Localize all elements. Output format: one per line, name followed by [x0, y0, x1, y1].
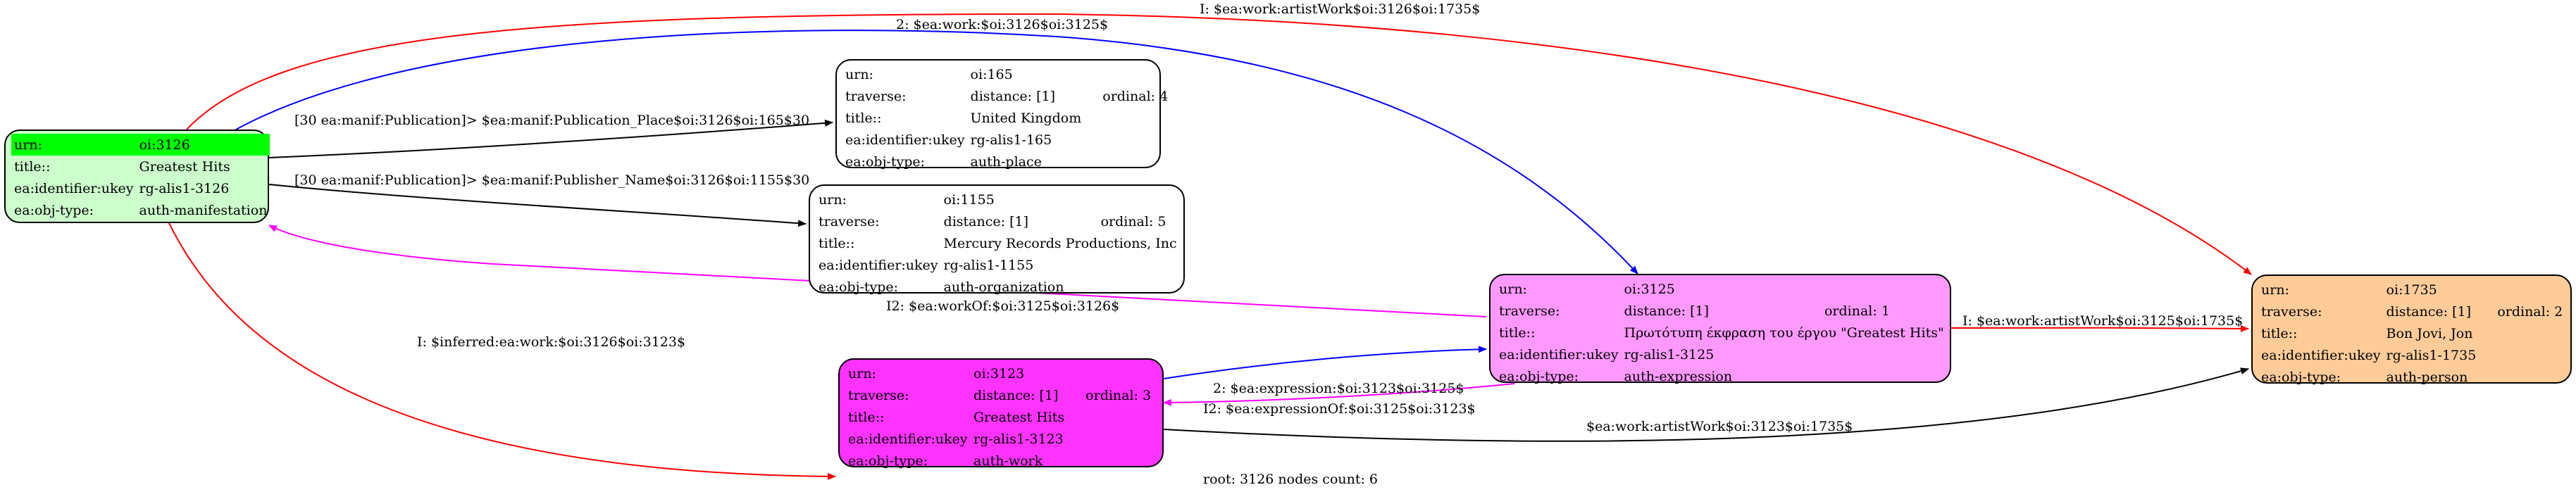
node-oi-3125[interactable]: urn: oi:3125 traverse: distance: [1] ordina…	[1489, 274, 1951, 384]
node-field-value: United Kingdom	[970, 110, 1082, 126]
node-ordinal: ordinal: 4	[1102, 88, 1169, 104]
node-field-value: oi:3123	[973, 365, 1025, 381]
node-field-value: distance: [1]	[2386, 303, 2471, 320]
node-field-value: oi:165	[970, 66, 1013, 82]
node-field-value: rg-alis1-1155	[943, 257, 1034, 273]
graph-footer: root: 3126 nodes count: 6	[1203, 472, 1379, 487]
node-field-key: title::	[2261, 325, 2298, 341]
node-field-value: rg-alis1-165	[970, 132, 1052, 148]
node-field-value: auth-expression	[1624, 368, 1733, 384]
edge-label-publication-place: [30 ea:manif:Publication]> $ea:manif:Pub…	[294, 113, 810, 128]
node-field-value: rg-alis1-3125	[1624, 346, 1715, 362]
node-oi-3123[interactable]: urn: oi:3123 traverse: distance: [1] ordina…	[838, 358, 1164, 469]
node-field-value: distance: [1]	[943, 213, 1028, 229]
node-field-value: auth-organization	[943, 279, 1064, 295]
node-field-key: ea:obj-type:	[2261, 369, 2341, 385]
node-field-value: auth-place	[970, 153, 1042, 170]
edge-label-publisher-name: [30 ea:manif:Publication]> $ea:manif:Pub…	[294, 172, 810, 188]
node-field-key: urn:	[848, 365, 876, 381]
node-field-value: Greatest Hits	[973, 409, 1065, 425]
node-field-value: oi:3126	[136, 134, 270, 156]
node-field-key: traverse:	[1499, 303, 1560, 319]
node-field-value: Mercury Records Productions, Inc	[943, 235, 1177, 251]
node-field-key: title::	[14, 158, 51, 175]
node-field-key: urn:	[819, 191, 847, 208]
node-field-key: traverse:	[848, 387, 909, 403]
node-oi-3126[interactable]: urn:oi:3126 title::Greatest Hits ea:iden…	[4, 130, 270, 223]
node-field-key: urn:	[11, 134, 137, 156]
node-ordinal: ordinal: 3	[1085, 387, 1152, 403]
edge-inferred-work-3123	[168, 222, 836, 480]
node-field-value: auth-person	[2386, 369, 2468, 385]
node-field-key: ea:obj-type:	[845, 153, 926, 170]
node-field-key: title::	[1499, 324, 1536, 341]
node-field-key: ea:identifier:ukey	[1499, 346, 1619, 362]
node-field-key: traverse:	[2261, 303, 2322, 320]
edge-publication-place	[268, 119, 833, 158]
edge-artistwork-3123-1735	[1163, 367, 2249, 442]
node-field-value: rg-alis1-3123	[973, 431, 1064, 447]
node-field-key: ea:obj-type:	[14, 202, 94, 218]
edge-label-inferred-work: I: $inferred:ea:work:$oi:3126$oi:3123$	[417, 334, 686, 350]
node-ordinal: ordinal: 5	[1100, 213, 1166, 229]
node-field-key: ea:identifier:ukey	[845, 132, 965, 148]
node-field-key: traverse:	[819, 213, 880, 229]
node-field-value: Greatest Hits	[139, 158, 230, 175]
edge-artistwork-3125-1735	[1950, 324, 2249, 332]
node-field-value: rg-alis1-1735	[2386, 347, 2477, 363]
edge-work-3125	[235, 30, 1638, 275]
edge-label-artistwork-3123-1735: $ea:work:artistWork$oi:3123$oi:1735$	[1586, 419, 1853, 434]
node-oi-1735[interactable]: urn: oi:1735 traverse: distance: [1] ordina…	[2251, 275, 2572, 385]
node-field-value: Πρωτότυπη έκφραση του έργου "Greatest Hi…	[1624, 324, 1944, 341]
node-field-key: ea:identifier:ukey	[14, 180, 134, 196]
node-field-key: ea:identifier:ukey	[819, 257, 938, 273]
node-field-value: oi:1735	[2386, 282, 2437, 298]
edge-label-expression: 2: $ea:expression:$oi:3123$oi:3125$	[1213, 381, 1464, 396]
node-field-value: rg-alis1-3126	[139, 180, 230, 196]
node-field-key: urn:	[845, 66, 873, 82]
node-field-key: title::	[848, 409, 885, 425]
node-field-key: title::	[819, 235, 855, 251]
node-field-key: ea:obj-type:	[1499, 368, 1579, 384]
node-field-value: distance: [1]	[970, 88, 1055, 104]
node-field-key: title::	[845, 110, 882, 126]
node-field-value: distance: [1]	[973, 387, 1059, 403]
node-field-key: urn:	[1499, 281, 1527, 297]
node-field-key: ea:obj-type:	[819, 279, 899, 295]
edge-label-artistwork-3126-1735: I: $ea:work:artistWork$oi:3126$oi:1735$	[1200, 1, 1481, 17]
edge-expressionof-3125-3123	[1163, 383, 1515, 406]
edge-publisher-name	[268, 184, 807, 227]
node-field-key: traverse:	[845, 88, 907, 104]
node-field-value: distance: [1]	[1624, 303, 1709, 319]
node-field-key: urn:	[2261, 282, 2289, 298]
node-oi-165[interactable]: urn: oi:165 traverse: distance: [1] ordinal…	[835, 59, 1168, 170]
node-field-value: oi:3125	[1624, 281, 1675, 297]
edge-artistwork-3126-1735	[186, 13, 2252, 275]
edge-label-workof: I2: $ea:workOf:$oi:3125$oi:3126$	[886, 298, 1120, 314]
node-field-key: ea:obj-type:	[848, 453, 928, 469]
edge-label-work-3125: 2: $ea:work:$oi:3126$oi:3125$	[896, 17, 1109, 32]
node-field-value: auth-manifestation	[139, 202, 268, 218]
node-field-value: oi:1155	[943, 191, 995, 208]
edge-expression-3123-3125	[1163, 346, 1487, 379]
edge-label-artistwork-3125-1735: I: $ea:work:artistWork$oi:3125$oi:1735$	[1962, 313, 2244, 329]
node-ordinal: ordinal: 2	[2497, 303, 2563, 320]
edge-label-expressionof: I2: $ea:expressionOf:$oi:3125$oi:3123$	[1203, 401, 1476, 417]
node-field-value: auth-work	[973, 453, 1043, 469]
node-field-key: ea:identifier:ukey	[2261, 347, 2381, 363]
node-field-value: Bon Jovi, Jon	[2386, 325, 2473, 341]
node-oi-1155[interactable]: urn: oi:1155 traverse: distance: [1] ordina…	[809, 184, 1185, 295]
node-ordinal: ordinal: 1	[1824, 303, 1890, 319]
node-field-key: ea:identifier:ukey	[848, 431, 968, 447]
